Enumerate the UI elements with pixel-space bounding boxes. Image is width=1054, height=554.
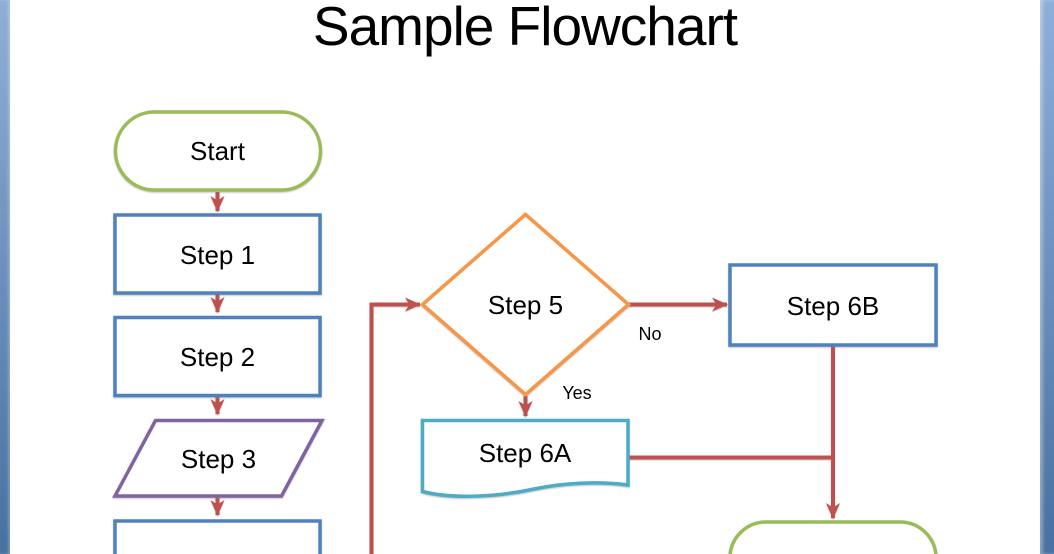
node-step6a-label: Step 6A [479, 438, 572, 468]
node-start-label: Start [190, 136, 246, 166]
right-edge-decoration [1040, 0, 1054, 554]
node-end-terminator [728, 520, 938, 554]
connector-step4-step5 [369, 297, 421, 554]
left-edge-decoration [0, 0, 10, 554]
node-step6b-process [728, 263, 938, 347]
node-step2-process [113, 315, 322, 398]
node-step6b-label: Step 6B [787, 291, 880, 321]
edge-label-yes: Yes [562, 383, 591, 403]
node-step4-process [113, 519, 322, 554]
node-step3-data [112, 418, 325, 498]
page-title: Sample Flowchart [312, 0, 738, 57]
node-start-terminator [113, 110, 323, 192]
node-step6a-document [420, 418, 630, 498]
node-step2-label: Step 2 [180, 342, 255, 372]
node-step5-label: Step 5 [488, 290, 563, 320]
node-step5-decision [419, 212, 632, 397]
node-step1-label: Step 1 [180, 240, 255, 270]
node-step3-label: Step 3 [181, 444, 256, 474]
edge-label-no: No [638, 324, 661, 344]
node-step1-process [113, 213, 322, 295]
